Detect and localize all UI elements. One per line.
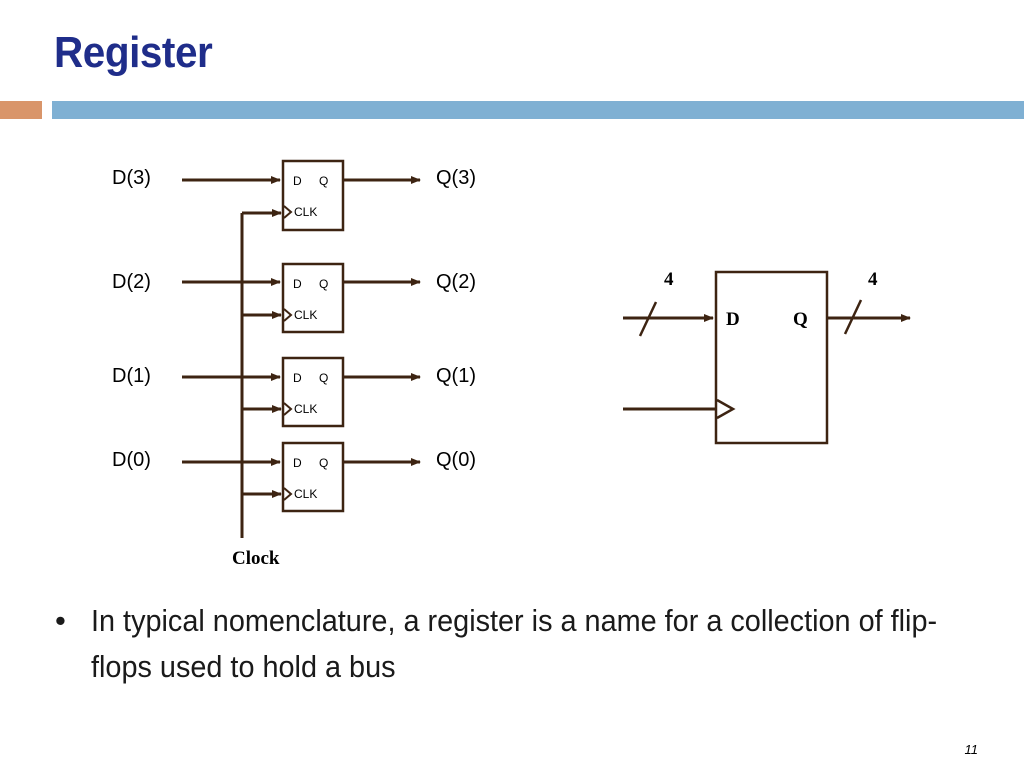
output-label: Q(0) — [436, 449, 476, 471]
clock-label: Clock — [232, 548, 280, 569]
input-label: D(3) — [112, 167, 151, 189]
bullet-text: In typical nomenclature, a register is a… — [91, 603, 938, 684]
flip-flop-1: D(1) D Q CLK Q(1) — [112, 356, 476, 428]
d-pin-label: D — [293, 174, 302, 188]
q-pin-label: Q — [319, 277, 328, 291]
page-number: 11 — [964, 742, 979, 757]
input-label: D(2) — [112, 271, 151, 293]
flip-flop-3: D(3) D Q CLK Q(3) — [112, 159, 476, 232]
title-underline-bar — [52, 101, 1024, 119]
clk-pin-label: CLK — [294, 487, 317, 501]
clk-pin-label: CLK — [294, 308, 317, 322]
slide-title: Register — [54, 28, 213, 77]
title-accent-bar — [0, 101, 42, 119]
output-label: Q(1) — [436, 365, 476, 387]
bus-input-slash — [638, 301, 658, 337]
clk-triangle-icon — [283, 487, 293, 501]
clk-pin-label: CLK — [294, 205, 317, 219]
d-pin-label: D — [293, 371, 302, 385]
clk-pin-label: CLK — [294, 402, 317, 416]
register-symbol: 4 D Q 4 — [623, 269, 911, 445]
flip-flop-box — [281, 441, 345, 513]
input-label: D(0) — [112, 449, 151, 471]
flip-flop-box — [281, 356, 345, 428]
register-clk-triangle-icon — [716, 398, 736, 420]
flip-flop-box — [281, 262, 345, 334]
q-pin-label: Q — [319, 371, 328, 385]
bullet-item: • In typical nomenclature, a register is… — [55, 598, 975, 690]
d-pin-label: D — [293, 456, 302, 470]
bus-width-in-label: 4 — [664, 269, 674, 290]
clk-triangle-icon — [283, 205, 293, 219]
register-q-pin-label: Q — [793, 309, 808, 330]
output-label: Q(3) — [436, 167, 476, 189]
bus-width-out-label: 4 — [868, 269, 878, 290]
input-label: D(1) — [112, 365, 151, 387]
bullet-marker: • — [55, 603, 66, 638]
register-box — [714, 270, 829, 445]
flip-flop-2: D(2) D Q CLK Q(2) — [112, 262, 476, 334]
flip-flop-0: D(0) D Q CLK Q(0) — [112, 441, 476, 513]
clk-triangle-icon — [283, 308, 293, 322]
output-label: Q(2) — [436, 271, 476, 293]
q-pin-label: Q — [319, 456, 328, 470]
clk-triangle-icon — [283, 402, 293, 416]
q-pin-label: Q — [319, 174, 328, 188]
flip-flop-box — [281, 159, 345, 232]
register-d-pin-label: D — [726, 309, 740, 330]
bus-output-slash — [843, 299, 863, 335]
d-pin-label: D — [293, 277, 302, 291]
